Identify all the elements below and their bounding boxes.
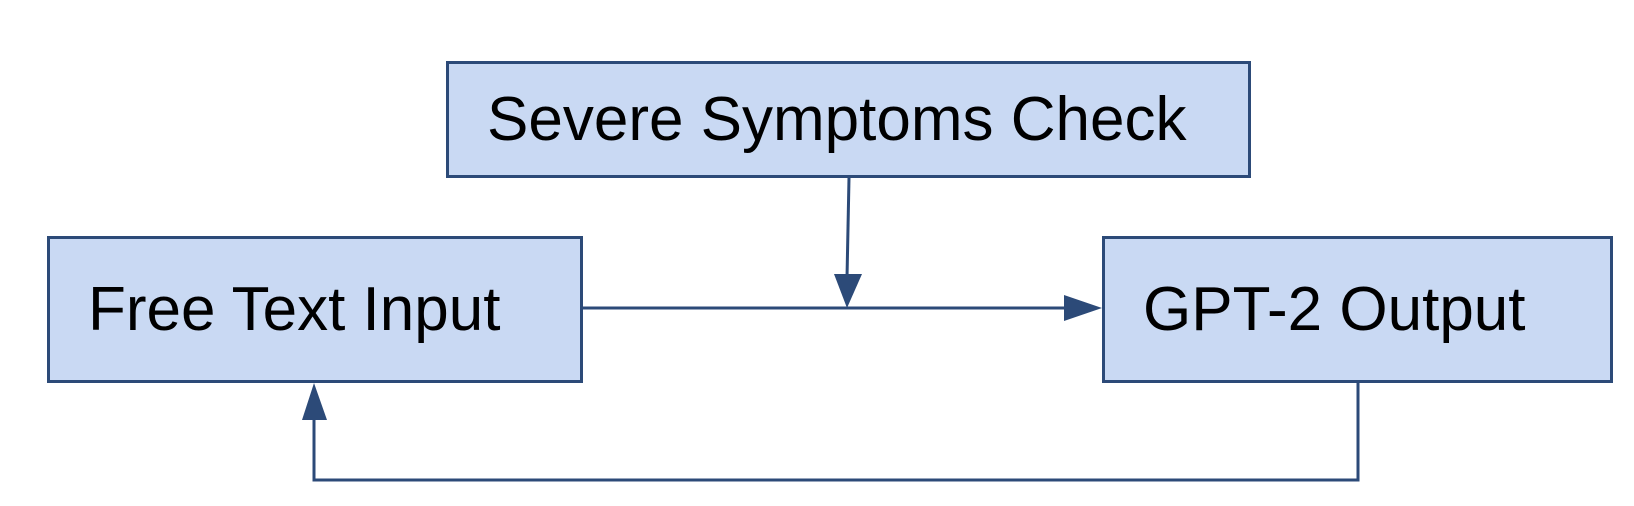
node-severe-symptoms-check: Severe Symptoms Check bbox=[446, 61, 1251, 178]
node-label: Severe Symptoms Check bbox=[487, 84, 1187, 154]
arrowhead-into-free bbox=[302, 383, 327, 420]
edge-severe-to-flow bbox=[845, 177, 851, 279]
node-free-text-input: Free Text Input bbox=[47, 236, 583, 383]
node-gpt2-output: GPT-2 Output bbox=[1102, 236, 1613, 383]
arrowhead-into-gpt bbox=[1064, 295, 1102, 321]
node-label: Free Text Input bbox=[88, 274, 501, 344]
node-label: GPT-2 Output bbox=[1143, 274, 1526, 344]
edge-gpt-to-free bbox=[312, 383, 1360, 482]
arrowhead-into-flow bbox=[834, 274, 862, 308]
